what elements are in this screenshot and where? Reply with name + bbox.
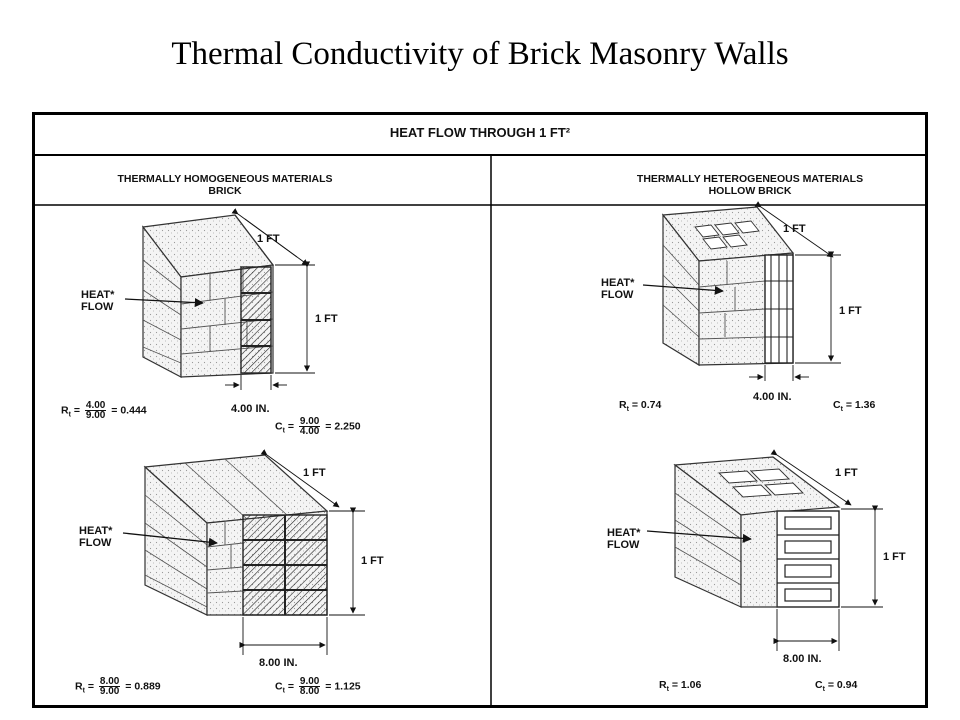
height-dim-rt: 1 FT (839, 305, 862, 317)
left-heading-line2: BRICK (208, 185, 242, 197)
c-value: 0.94 (836, 679, 858, 691)
r-numerator: 4.00 (84, 400, 107, 411)
left-panel-heading: THERMALLY HOMOGENEOUS MATERIALS BRICK (75, 173, 375, 197)
r-value: 0.74 (640, 399, 662, 411)
slide-title: Thermal Conductivity of Brick Masonry Wa… (171, 36, 789, 72)
c-value: 1.36 (854, 399, 876, 411)
thickness-dim-lb: 8.00 IN. (259, 657, 298, 669)
r-symbol: R (619, 399, 627, 411)
hollow-brick-4in-drawing (642, 201, 841, 381)
r-value: 1.06 (680, 679, 702, 691)
hollow-brick-8in-drawing (646, 449, 883, 651)
c-value: 1.125 (334, 680, 361, 693)
heat-label-2: FLOW (601, 289, 634, 301)
solid-brick-4in-drawing (124, 208, 315, 390)
r-symbol: R (659, 679, 667, 691)
heat-flow-label-rt: HEAT* FLOW (601, 277, 634, 301)
width-dim-lt: 1 FT (257, 233, 280, 245)
c-numerator: 9.00 (298, 676, 321, 687)
r-symbol: R (61, 404, 69, 417)
solid-brick-8in-drawing (122, 449, 365, 655)
height-dim-rb: 1 FT (883, 551, 906, 563)
thickness-dim-rb: 8.00 IN. (783, 653, 822, 665)
c-symbol: C (833, 399, 841, 411)
thickness-dim-lt: 4.00 IN. (231, 403, 270, 415)
right-panel-heading: THERMALLY HETEROGENEOUS MATERIALS HOLLOW… (595, 173, 905, 197)
right-heading-line2: HOLLOW BRICK (708, 185, 792, 197)
heat-label-1: HEAT* (81, 289, 115, 301)
c-numerator: 9.00 (298, 416, 321, 427)
r-value: 0.889 (134, 680, 161, 693)
c-value: 2.250 (334, 420, 361, 433)
r-value: 0.444 (120, 404, 147, 417)
heat-flow-figure: HEAT FLOW THROUGH 1 FT² THERMALLY HOMOGE… (32, 112, 928, 708)
c-value-rb: Ct = 0.94 (815, 679, 858, 694)
c-symbol: C (275, 680, 283, 693)
r-numerator: 8.00 (98, 676, 121, 687)
heat-label-2: FLOW (607, 539, 640, 551)
r-denominator: 9.00 (99, 686, 120, 697)
width-dim-lb: 1 FT (303, 467, 326, 479)
height-dim-lt: 1 FT (315, 313, 338, 325)
r-denominator: 9.00 (85, 410, 106, 421)
thickness-dim-rt: 4.00 IN. (753, 391, 792, 403)
c-symbol: C (275, 420, 283, 433)
heat-label-1: HEAT* (601, 277, 635, 289)
figure-drawing (35, 154, 925, 705)
r-value-rt: Rt = 0.74 (619, 399, 662, 414)
c-value-rt: Ct = 1.36 (833, 399, 876, 414)
heat-flow-label-rb: HEAT* FLOW (607, 527, 640, 551)
c-denominator: 4.00 (299, 426, 320, 437)
r-symbol: R (75, 680, 83, 693)
width-dim-rb: 1 FT (835, 467, 858, 479)
heat-label-2: FLOW (81, 301, 114, 313)
heat-label-1: HEAT* (607, 527, 641, 539)
heat-flow-label-lt: HEAT* FLOW (81, 289, 114, 313)
r-value-rb: Rt = 1.06 (659, 679, 702, 694)
heat-label-2: FLOW (79, 537, 112, 549)
heat-flow-label-lb: HEAT* FLOW (79, 525, 112, 549)
width-dim-rt: 1 FT (783, 223, 806, 235)
c-symbol: C (815, 679, 823, 691)
c-denominator: 8.00 (299, 686, 320, 697)
heat-label-1: HEAT* (79, 525, 113, 537)
figure-header: HEAT FLOW THROUGH 1 FT² (389, 125, 571, 140)
right-heading-line1: THERMALLY HETEROGENEOUS MATERIALS (636, 173, 864, 185)
left-heading-line1: THERMALLY HOMOGENEOUS MATERIALS (117, 173, 333, 185)
height-dim-lb: 1 FT (361, 555, 384, 567)
